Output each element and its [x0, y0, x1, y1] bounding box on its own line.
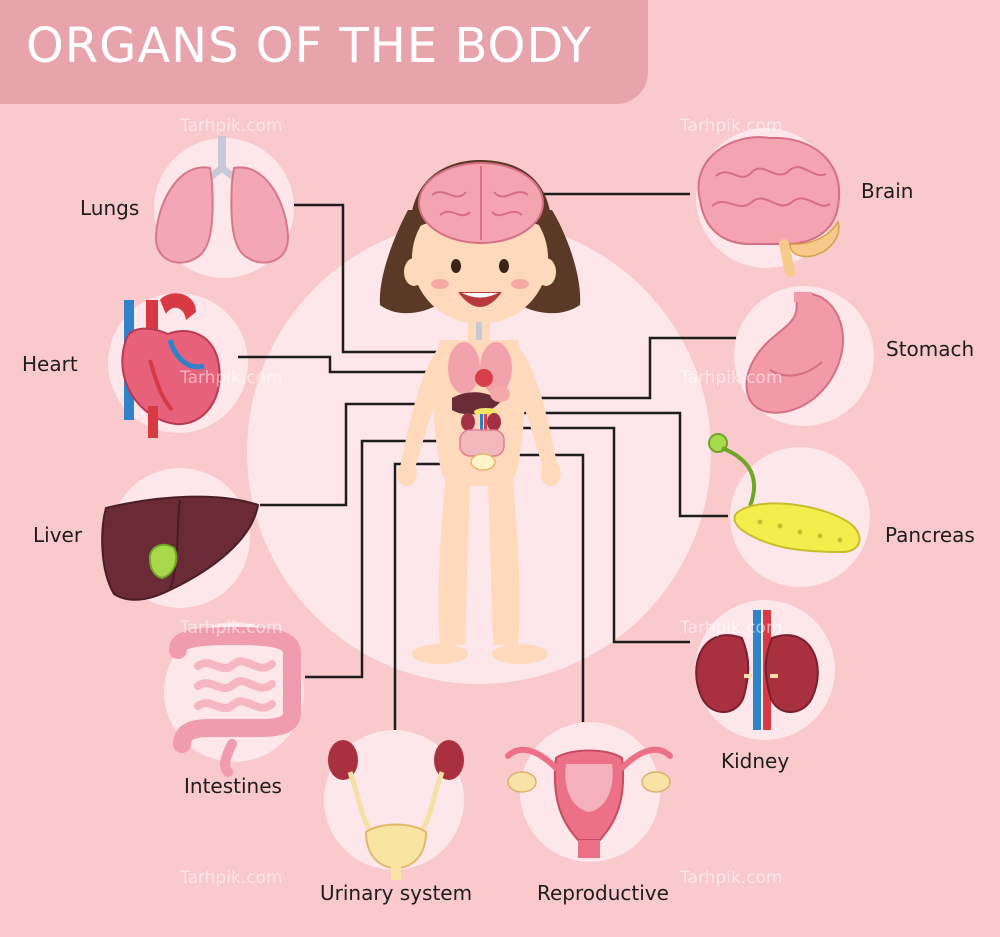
watermark-text: Tarhpik.com [180, 368, 283, 388]
kidney-connector [486, 426, 690, 644]
urinary-circle [324, 730, 464, 870]
girl-figure [379, 160, 581, 664]
pancreas-icon [708, 433, 861, 554]
label-liver: Liver [33, 523, 83, 547]
lungs-icon [154, 136, 290, 264]
heart-connector [238, 355, 480, 374]
kidney-icon [695, 610, 819, 730]
watermark-text: Tarhpik.com [180, 868, 283, 888]
watermark-text: Tarhpik.com [680, 116, 783, 136]
label-reproductive: Reproductive [537, 881, 669, 905]
label-urinary-system: Urinary system [320, 881, 473, 905]
heart-icon [121, 293, 221, 438]
title-banner: ORGANS OF THE BODY [0, 0, 648, 104]
watermark-text: Tarhpik.com [180, 618, 283, 638]
pancreas-connector [480, 411, 728, 518]
label-brain: Brain [861, 179, 914, 203]
label-heart: Heart [22, 352, 78, 376]
urinary-system-icon [328, 740, 464, 880]
reproductive-icon [505, 746, 673, 858]
watermark-text: Tarhpik.com [180, 116, 283, 136]
liver-icon [101, 495, 260, 601]
label-kidney: Kidney [721, 749, 790, 773]
watermark-text: Tarhpik.com [680, 368, 783, 388]
watermark-text: Tarhpik.com [680, 618, 783, 638]
stomach-connector [488, 336, 736, 400]
label-lungs: Lungs [80, 196, 140, 220]
lungs-connector [294, 203, 468, 354]
page-title: ORGANS OF THE BODY [26, 18, 592, 74]
stomach-icon [745, 292, 844, 414]
label-stomach: Stomach [886, 337, 975, 361]
liver-connector [260, 402, 478, 507]
watermark-text: Tarhpik.com [680, 868, 783, 888]
intestines-icon [169, 626, 301, 777]
label-pancreas: Pancreas [885, 523, 975, 547]
brain-icon [697, 136, 841, 277]
label-intestines: Intestines [184, 774, 282, 798]
